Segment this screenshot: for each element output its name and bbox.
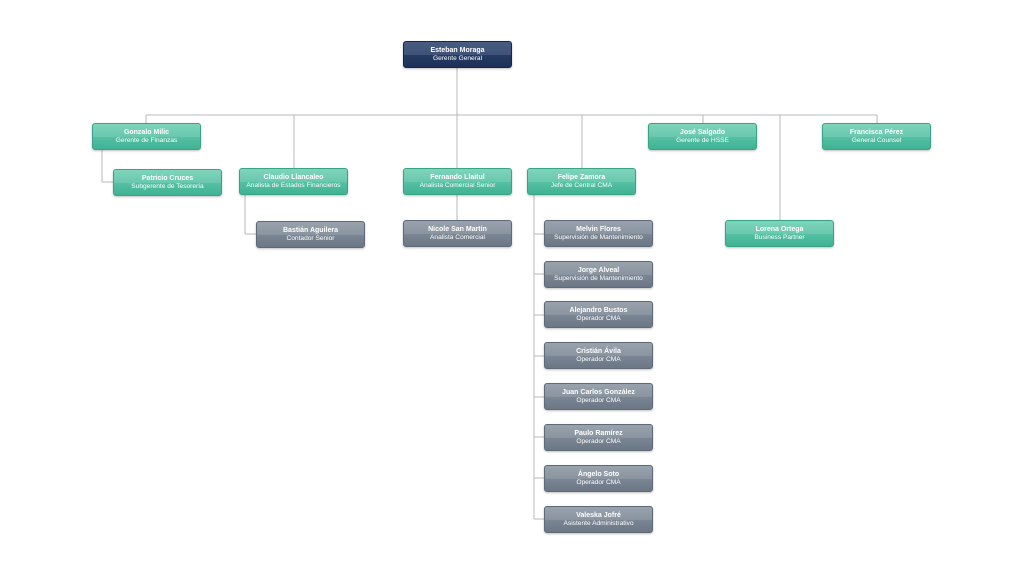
node-name: Esteban Moraga	[430, 46, 485, 54]
node-name: Claudio Llancaleo	[263, 173, 324, 181]
node-name: Ángelo Soto	[577, 470, 620, 478]
org-node-gonzalo-milic: Gonzalo Milic Gerente de Finanzas	[92, 123, 201, 150]
org-node-claudio-llancaleo: Claudio Llancaleo Analista de Estados Fi…	[239, 168, 348, 195]
node-name: Jorge Alveal	[577, 266, 620, 274]
node-name: Francisca Pérez	[849, 128, 904, 136]
org-node-valeska-jofre: Valeska Jofré Asistente Administrativo	[544, 506, 653, 533]
node-role: General Counsel	[851, 136, 902, 144]
node-name: Felipe Zamora	[557, 173, 606, 181]
node-name: Nicole San Martín	[428, 225, 487, 233]
node-name: Cristián Ávila	[576, 347, 621, 355]
node-role: Gerente de Finanzas	[115, 136, 178, 144]
org-node-bastian-aguilera: Bastián Aguilera Contador Senior	[256, 221, 365, 248]
node-name: Alejandro Bustos	[569, 306, 628, 314]
org-node-lorena-ortega: Lorena Ortega Business Partner	[725, 220, 834, 247]
node-role: Subgerente de Tesorería	[131, 182, 204, 190]
node-name: Patricio Cruces	[141, 174, 194, 182]
org-node-patricio-cruces: Patricio Cruces Subgerente de Tesorería	[113, 169, 222, 196]
org-node-juan-carlos-gonzalez: Juan Carlos González Operador CMA	[544, 383, 653, 410]
org-node-angelo-soto: Ángelo Soto Operador CMA	[544, 465, 653, 492]
node-name: Juan Carlos González	[562, 388, 635, 396]
node-role: Operador CMA	[576, 396, 621, 404]
node-role: Analista Comercial Senior	[419, 181, 496, 189]
node-name: Fernando Llaitul	[430, 173, 485, 181]
node-role: Gerente de HSSE	[676, 136, 729, 144]
node-role: Operador CMA	[576, 437, 621, 445]
org-node-melvin-flores: Melvin Flores Supervisión de Mantenimien…	[544, 220, 653, 247]
org-node-alejandro-bustos: Alejandro Bustos Operador CMA	[544, 301, 653, 328]
node-name: Gonzalo Milic	[123, 128, 170, 136]
node-name: José Salgado	[679, 128, 726, 136]
org-node-felipe-zamora: Felipe Zamora Jefe de Central CMA	[527, 168, 636, 195]
node-role: Supervisión de Mantenimiento	[554, 233, 643, 241]
org-node-fernando-llaitul: Fernando Llaitul Analista Comercial Seni…	[403, 168, 512, 195]
org-node-jorge-alveal: Jorge Alveal Supervisión de Mantenimient…	[544, 261, 653, 288]
node-role: Operador CMA	[576, 478, 621, 486]
node-name: Paulo Ramírez	[574, 429, 623, 437]
node-role: Asistente Administrativo	[563, 519, 634, 527]
node-role: Analista Comercial	[430, 233, 485, 241]
node-role: Contador Senior	[286, 234, 335, 242]
node-role: Analista de Estados Financieros	[246, 181, 341, 189]
node-role: Gerente General	[432, 54, 483, 62]
org-node-jose-salgado: José Salgado Gerente de HSSE	[648, 123, 757, 150]
org-node-cristian-avila: Cristián Ávila Operador CMA	[544, 342, 653, 369]
org-node-paulo-ramirez: Paulo Ramírez Operador CMA	[544, 424, 653, 451]
org-node-ceo: Esteban Moraga Gerente General	[403, 41, 512, 68]
node-role: Operador CMA	[576, 314, 621, 322]
node-role: Business Partner	[754, 233, 805, 241]
node-role: Operador CMA	[576, 355, 621, 363]
node-name: Lorena Ortega	[755, 225, 804, 233]
org-node-nicole-san-martin: Nicole San Martín Analista Comercial	[403, 220, 512, 247]
org-node-francisca-perez: Francisca Pérez General Counsel	[822, 123, 931, 150]
node-role: Supervisión de Mantenimiento	[554, 274, 643, 282]
node-name: Bastián Aguilera	[283, 226, 338, 234]
node-role: Jefe de Central CMA	[550, 181, 613, 189]
node-name: Melvin Flores	[576, 225, 621, 233]
node-name: Valeska Jofré	[576, 511, 621, 519]
